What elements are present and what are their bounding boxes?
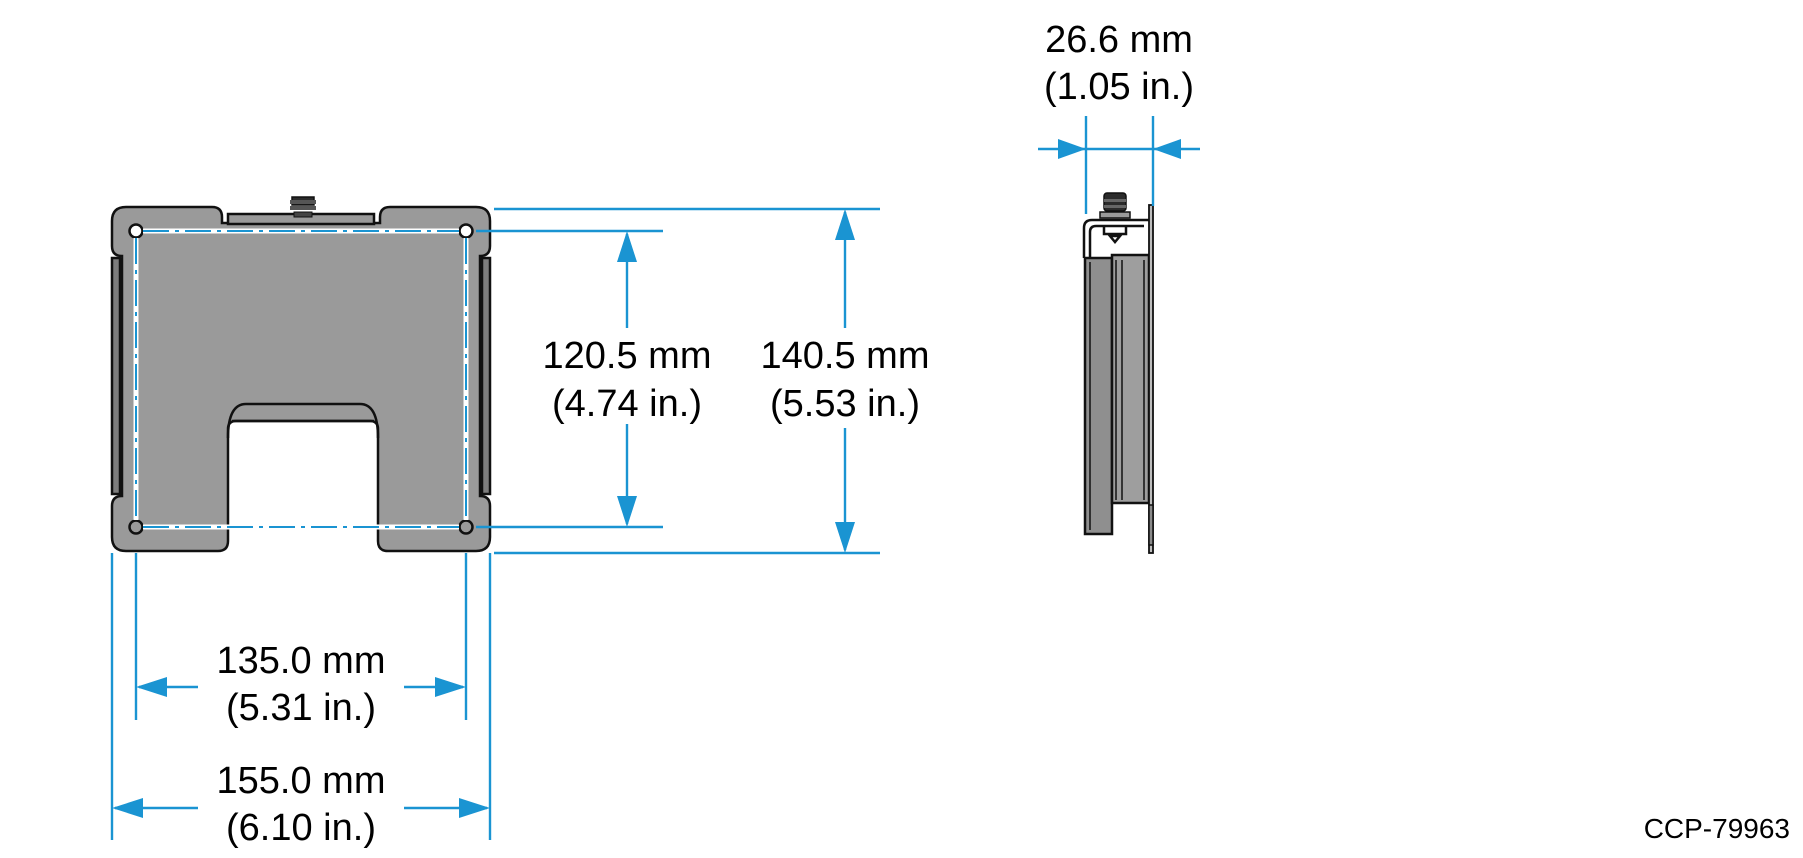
- overall-width-in-label: (6.10 in.): [226, 807, 376, 849]
- plate-body: [110, 205, 492, 553]
- dimension-depth: 26.6 mm (1.05 in.): [1038, 19, 1200, 214]
- side-clip: [1102, 226, 1128, 244]
- side-plate-front: [1083, 256, 1114, 536]
- side-hook: [1082, 218, 1152, 258]
- dimension-hole-horizontal: 135.0 mm (5.31 in.): [134, 553, 468, 729]
- hole-vertical-mm-label: 120.5 mm: [543, 335, 712, 377]
- depth-in-label: (1.05 in.): [1044, 66, 1194, 108]
- right-flange: [480, 256, 492, 496]
- dimension-overall-height: 140.5 mm (5.53 in.): [494, 207, 930, 555]
- side-view-bracket: [1082, 192, 1154, 554]
- mounting-hole-bottom-right: [458, 519, 474, 535]
- mounting-hole-top-left: [128, 223, 144, 239]
- hole-horizontal-mm-label: 135.0 mm: [217, 640, 386, 682]
- dimension-hole-vertical: 120.5 mm (4.74 in.): [476, 229, 712, 529]
- notch-edge: [226, 402, 380, 439]
- overall-width-mm-label: 155.0 mm: [217, 760, 386, 802]
- overall-height-in-label: (5.53 in.): [770, 383, 920, 425]
- overall-height-mm-label: 140.5 mm: [761, 335, 930, 377]
- hole-vertical-in-label: (4.74 in.): [552, 383, 702, 425]
- figure-code: CCP-79963: [1644, 813, 1790, 844]
- side-hook-inner: [1088, 224, 1144, 258]
- mounting-hole-top-right: [458, 223, 474, 239]
- front-view-plate: [110, 196, 492, 553]
- side-thumb-screw: [1099, 192, 1131, 219]
- thumb-screw: [290, 196, 316, 218]
- side-plate-rear: [1110, 253, 1151, 505]
- side-back-flange: [1148, 204, 1154, 554]
- hole-horizontal-in-label: (5.31 in.): [226, 687, 376, 729]
- left-flange: [110, 256, 122, 496]
- dimension-overall-width: 155.0 mm (6.10 in.): [110, 553, 492, 849]
- hole-centerlines: [133, 228, 469, 530]
- depth-mm-label: 26.6 mm: [1045, 19, 1193, 61]
- mounting-hole-bottom-left: [128, 519, 144, 535]
